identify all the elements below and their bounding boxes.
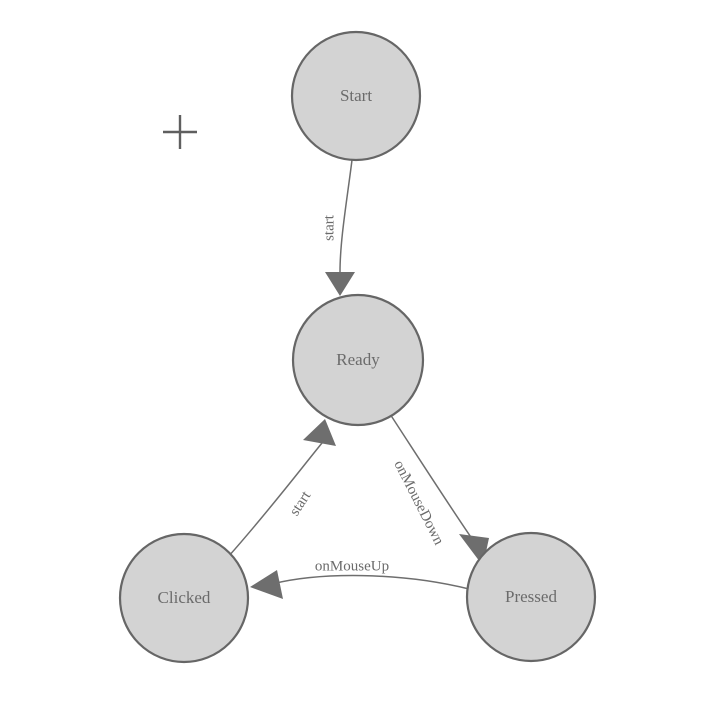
state-label: Pressed xyxy=(505,587,557,606)
state-node-ready[interactable]: Ready xyxy=(291,293,425,427)
state-circle[interactable] xyxy=(291,293,425,427)
edge-start-to-ready[interactable] xyxy=(325,159,355,296)
edge-label-start-return: start xyxy=(287,488,315,519)
state-label: Start xyxy=(340,86,372,105)
edge-line xyxy=(389,413,478,547)
arrowhead-icon xyxy=(325,272,355,296)
crosshair-icon xyxy=(163,115,197,149)
edge-clicked-to-ready[interactable] xyxy=(227,419,336,558)
edge-line xyxy=(227,442,323,558)
state-label: Clicked xyxy=(158,588,211,607)
arrowhead-icon xyxy=(303,419,336,446)
edge-label-onmouseup: onMouseUp xyxy=(315,558,389,574)
edge-label-start: start xyxy=(321,214,337,241)
state-node-pressed[interactable]: Pressed xyxy=(465,531,597,663)
state-circle[interactable] xyxy=(290,30,422,162)
state-label: Ready xyxy=(336,350,380,369)
state-circle[interactable] xyxy=(465,531,597,663)
edge-line xyxy=(271,574,470,590)
state-node-start[interactable]: Start xyxy=(290,30,422,162)
edge-label-onmousedown: onMouseDown xyxy=(390,458,446,548)
edge-pressed-to-clicked[interactable] xyxy=(250,570,470,599)
state-node-clicked[interactable]: Clicked xyxy=(118,532,250,664)
arrowhead-icon xyxy=(250,570,283,599)
state-circle[interactable] xyxy=(118,532,250,664)
edge-line xyxy=(339,159,353,273)
nodes-layer: Start Ready Clicked Pressed xyxy=(118,30,597,664)
